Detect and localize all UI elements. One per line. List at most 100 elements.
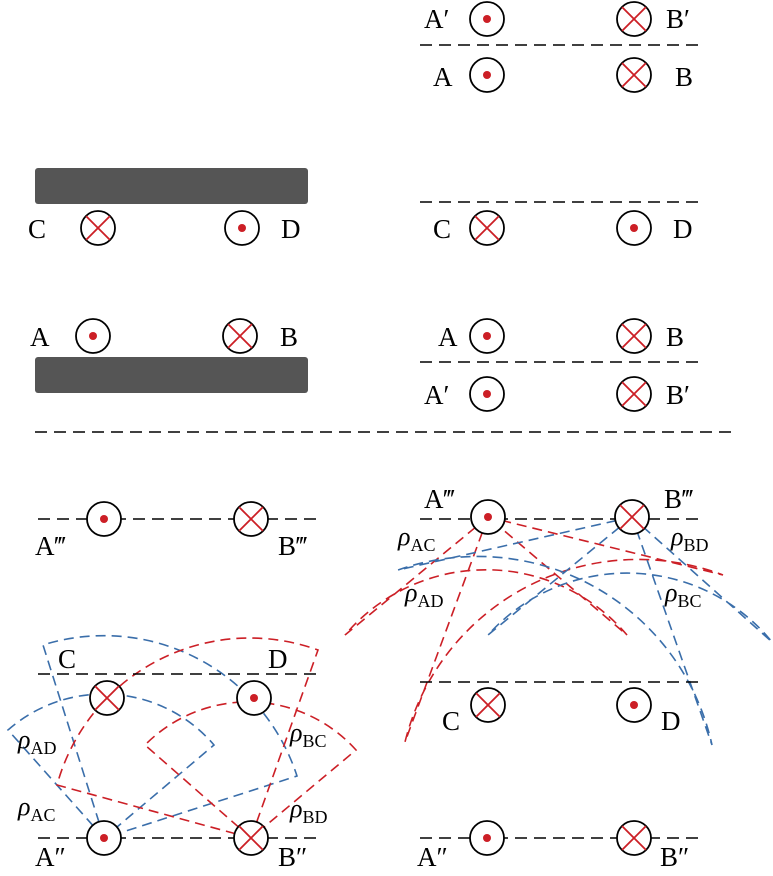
rho-bd-label: ρBD (670, 522, 709, 555)
label-b-prime: B′ (666, 4, 690, 34)
current-out-of-page-a-dprime (86, 820, 122, 856)
rho-subscript-bd: BD (683, 535, 708, 555)
dot-mark (483, 834, 491, 842)
current-out-of-page-a-prime (469, 1, 505, 37)
rho-subscript-ad: AD (417, 591, 443, 611)
dot-mark (100, 834, 108, 842)
distance-sector-bc (56, 637, 320, 839)
current-into-page-b-prime (616, 1, 652, 37)
cross-mark (474, 215, 500, 241)
label-d: D (268, 644, 288, 674)
rho-bc-label: ρBC (289, 718, 327, 751)
rho-ad-label: ρAD (404, 578, 443, 611)
cross-mark (238, 506, 264, 532)
current-out-of-page-a-tprime (86, 501, 122, 537)
label-c: C (433, 214, 451, 244)
cross-mark (238, 825, 264, 851)
label-b-dprime: B″ (660, 842, 689, 871)
rho-ad-label: ρAD (17, 725, 56, 758)
dot-mark (630, 701, 638, 709)
current-out-of-page-a-dprime (469, 820, 505, 856)
label-b: B (675, 62, 693, 92)
dot-mark (483, 71, 491, 79)
cross-mark (621, 6, 647, 32)
current-into-page-b-dprime (616, 820, 652, 856)
cross-mark (621, 825, 647, 851)
rho-symbol: ρ (404, 578, 417, 607)
cross-mark (475, 692, 501, 718)
rho-bc-label: ρBC (664, 578, 702, 611)
label-a: A (30, 322, 50, 352)
current-out-of-page-a-tprime (470, 499, 506, 535)
current-into-page-b (222, 318, 258, 354)
rho-symbol: ρ (17, 792, 30, 821)
rho-symbol: ρ (17, 725, 30, 754)
label-d: D (281, 214, 301, 244)
rho-symbol: ρ (289, 718, 302, 747)
label-a-tprime: A‴ (424, 484, 455, 514)
current-into-page-b (616, 57, 652, 93)
distance-sector-bd (397, 516, 713, 746)
label-c: C (58, 644, 76, 674)
cross-mark (619, 504, 645, 530)
cross-mark (94, 685, 120, 711)
current-out-of-page-d (616, 210, 652, 246)
label-a-dprime: A″ (417, 842, 448, 871)
current-into-page-c (89, 680, 125, 716)
distance-sector-bc (487, 515, 773, 643)
current-out-of-page-d (616, 687, 652, 723)
cross-mark (621, 62, 647, 88)
conductor-plate-top (35, 168, 308, 204)
label-b-tprime: B‴ (664, 484, 693, 514)
label-b: B (280, 322, 298, 352)
current-out-of-page-a-prime (469, 376, 505, 412)
current-into-page-b (616, 318, 652, 354)
label-a-prime: A′ (424, 380, 449, 410)
dot-mark (238, 224, 246, 232)
current-into-page-c (80, 210, 116, 246)
label-a: A (433, 62, 453, 92)
rho-symbol: ρ (397, 522, 410, 551)
panel-bottom-right: A‴ B‴ ρAC ρBD ρAD ρBC C D A″ B″ (344, 484, 773, 872)
current-into-page-b-tprime (233, 501, 269, 537)
distance-sector-ac (404, 516, 724, 743)
rho-ac-label: ρAC (17, 792, 56, 825)
dot-mark (100, 515, 108, 523)
label-c: C (442, 706, 460, 736)
rho-subscript-bc: BC (677, 591, 701, 611)
rho-subscript-ad: AD (30, 738, 56, 758)
rho-subscript-ac: AC (30, 805, 55, 825)
current-into-page-c (470, 687, 506, 723)
current-out-of-page-d (224, 210, 260, 246)
current-out-of-page-a (75, 318, 111, 354)
rho-subscript-bc: BC (302, 731, 326, 751)
label-d: D (673, 214, 693, 244)
panel-bottom-left: A‴ B‴ C D ρAD ρBC ρAC ρBD A″ B″ (6, 501, 358, 872)
rho-bd-label: ρBD (289, 794, 328, 827)
label-a: A (438, 322, 458, 352)
dot-mark (483, 332, 491, 340)
current-out-of-page-a (469, 318, 505, 354)
label-d: D (661, 706, 681, 736)
label-a-tprime: A‴ (35, 531, 66, 561)
current-into-page-b-tprime (614, 499, 650, 535)
cross-mark (227, 323, 253, 349)
label-b-tprime: B‴ (278, 531, 307, 561)
dot-mark (89, 332, 97, 340)
label-a-prime: A′ (424, 4, 449, 34)
current-into-page-b-prime (616, 376, 652, 412)
panel-top-right: A′ B′ A B C D A B A′ B′ (420, 1, 698, 412)
current-out-of-page-d (236, 680, 272, 716)
current-into-page-c (469, 210, 505, 246)
conductor-plate-bottom (35, 357, 308, 393)
rho-ac-label: ρAC (397, 522, 436, 555)
rho-subscript-bd: BD (302, 807, 327, 827)
distance-sector-ac (41, 634, 299, 840)
label-a-dprime: A″ (35, 842, 66, 871)
label-b-prime: B′ (666, 380, 690, 410)
cross-mark (85, 215, 111, 241)
cross-mark (621, 381, 647, 407)
cross-mark (621, 323, 647, 349)
